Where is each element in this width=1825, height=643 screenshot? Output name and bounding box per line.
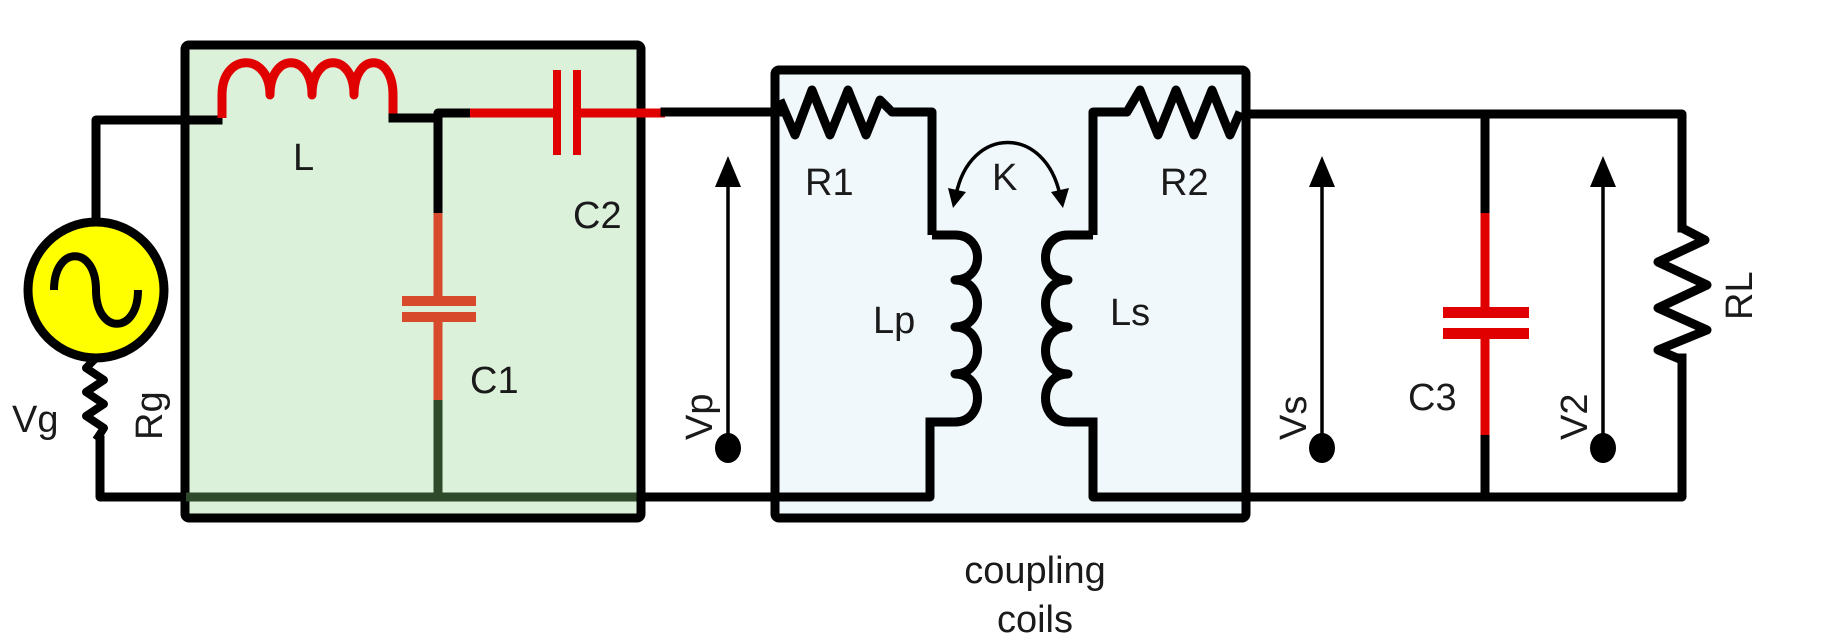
vs-voltage-arrow-icon [1309,156,1335,463]
coupling-k-arrow-icon [948,140,1069,208]
label-vp: Vp [679,394,721,440]
label-l: L [293,137,314,179]
matching-network-box [180,40,646,523]
right-top-wire [1241,109,1687,233]
label-lp: Lp [873,300,915,342]
source-bottom-wire [95,435,195,502]
secondary-coil-ls-icon [1041,230,1093,427]
label-rg: Rg [129,391,171,440]
inductor-l-icon [217,58,398,118]
r1-resistor-icon [775,85,937,235]
v2-voltage-arrow-icon [1590,156,1616,463]
bottom-ground-wire [636,417,935,502]
label-vg: Vg [12,399,58,441]
capacitor-c3-icon [1443,114,1529,497]
label-k: K [992,157,1017,199]
capacitor-c1-icon [402,213,476,497]
source-top-wire [91,115,223,225]
caption-coils: coils [997,599,1073,641]
r2-resistor-icon [1088,85,1245,235]
label-v2: V2 [1554,394,1596,440]
bottom-ground-wire-right [1088,353,1687,502]
label-r1: R1 [805,162,854,204]
label-vs: Vs [1273,396,1315,440]
vp-voltage-arrow-icon [715,156,741,463]
node-c2-wire [433,108,475,218]
label-c2: C2 [573,195,622,237]
label-ls: Ls [1110,292,1150,334]
coupling-coils-box [770,65,1251,523]
label-c3: C3 [1408,377,1457,419]
capacitor-c2-icon [470,70,665,155]
rl-resistor-icon [1653,224,1712,365]
label-rl: RL [1719,271,1761,320]
label-c1: C1 [470,360,519,402]
label-r2: R2 [1160,162,1209,204]
caption-coupling: coupling [964,550,1106,592]
rg-resistor-icon [82,355,108,443]
ac-source-icon [23,217,169,363]
primary-coil-lp-icon [932,230,982,427]
